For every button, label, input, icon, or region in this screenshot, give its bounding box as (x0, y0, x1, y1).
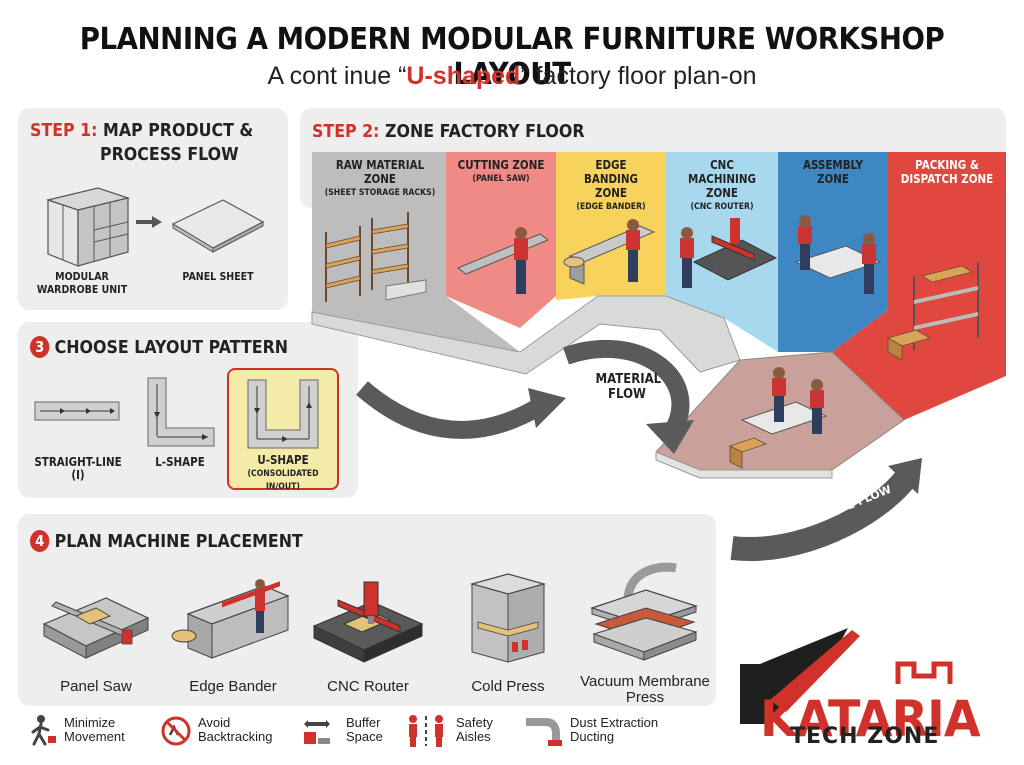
zone-sub-raw-material: (SHEET STORAGE RACKS) (324, 188, 436, 198)
duct-icon (526, 718, 562, 746)
step1-title-line2: PROCESS FLOW (100, 144, 239, 165)
zone-label-cnc: CNC MACHINING ZONE (CNC ROUTER) (677, 158, 766, 214)
zone-name-edge-banding: EDGE BANDING ZONE (583, 158, 638, 200)
u-shape-pattern-box (227, 368, 339, 490)
subtitle-highlight: U-shaped (406, 62, 521, 90)
vacuum-membrane-press-icon (590, 562, 698, 661)
zone-sub-cnc: (CNC ROUTER) (690, 202, 754, 212)
legend-line1: Dust Extraction (570, 715, 659, 730)
pattern-sub-u-shape: (CONSOLIDATED IN/OUT) (247, 469, 319, 492)
legend-line2: Ducting (570, 729, 615, 744)
subtitle-pre: A cont inue “ (267, 62, 407, 90)
buffer-space-icon (304, 720, 330, 744)
straight-line-pattern-icon (34, 401, 120, 421)
raw-material-zone (312, 152, 520, 352)
pattern-label-straight: STRAIGHT-LINE (I) (34, 455, 122, 482)
zone-label-assembly: ASSEMBLY ZONE (803, 158, 863, 186)
packing-dispatch-zone (832, 152, 1006, 420)
wardrobe-icon (45, 187, 131, 267)
cold-press-icon (469, 573, 547, 663)
machine-label-panel-saw: Panel Saw (60, 678, 132, 695)
step2-prefix: STEP 2: (312, 121, 380, 142)
zone-label-raw-material: RAW MATERIAL ZONE (SHEET STORAGE RACKS) (320, 158, 440, 200)
walking-person-icon (31, 715, 56, 746)
l-shape-pattern-icon (147, 377, 215, 447)
pattern-label-u-shape: U-SHAPE (257, 453, 309, 467)
page-title: PLANNING A MODERN MODULAR FURNITURE WORK… (79, 22, 945, 92)
cnc-router-icon (312, 581, 424, 663)
legend-line1: Buffer (346, 715, 381, 730)
zone-name-raw-material: RAW MATERIAL ZONE (335, 158, 425, 186)
step1-title: STEP 1: MAP PRODUCT & (30, 120, 253, 142)
material-flow-label: MATERIAL FLOW (595, 372, 662, 402)
zone-name-cnc: CNC MACHINING ZONE (688, 158, 756, 200)
logo-wordmark: KATARIA (760, 690, 981, 748)
machine-label-vacuum-membrane-press: Vacuum Membrane Press (580, 673, 710, 706)
cutting-zone (446, 152, 556, 328)
wardrobe-label: MODULAR WARDROBE UNIT (36, 270, 128, 296)
legend-line1: Safety (456, 715, 493, 730)
zone-sub-edge-banding: (EDGE BANDER) (576, 202, 646, 212)
zone-name-packing: PACKING & DISPATCH ZONE (900, 158, 994, 186)
zone-name-assembly: ASSEMBLY ZONE (802, 158, 864, 186)
step1-prefix: STEP 1: (30, 120, 98, 141)
step4-number-badge: 4 (30, 530, 50, 552)
legend-line1: Avoid (198, 715, 231, 730)
safety-aisle-icon (409, 715, 443, 747)
zone-label-edge-banding: EDGE BANDING ZONE (EDGE BANDER) (572, 158, 649, 214)
machine-label-edge-bander: Edge Bander (189, 678, 277, 695)
page-subtitle: A cont inue “U-shaped” factory floor pla… (0, 62, 1024, 91)
step4-title-text: PLAN MACHINE PLACEMENT (54, 531, 303, 552)
zone-name-cutting: CUTTING ZONE (457, 158, 545, 172)
panel-sheet-label: PANEL SHEET (182, 270, 254, 283)
legend-line2: Space (346, 729, 383, 744)
zone-sub-cutting: (PANEL SAW) (472, 174, 530, 184)
machine-label-cnc-router: CNC Router (327, 678, 409, 695)
legend-line2: Movement (64, 729, 125, 744)
arrow-right-icon (136, 216, 162, 228)
pattern-label-l-shape: L-SHAPE (155, 455, 205, 469)
u-shape-pattern-icon (247, 379, 319, 449)
logo-subtext: TECH ZONE (790, 724, 940, 749)
edge-bander-icon (171, 579, 290, 659)
zone-label-cutting: CUTTING ZONE (PANEL SAW) (454, 158, 549, 186)
step2-title-text: ZONE FACTORY FLOOR (385, 121, 585, 142)
step3-number-badge: 3 (30, 336, 50, 358)
step3-title-text: CHOOSE LAYOUT PATTERN (54, 337, 289, 358)
zone-label-packing: PACKING & DISPATCH ZONE (900, 158, 995, 186)
legend-line2: Aisles (456, 729, 491, 744)
panel-sheet-icon (171, 199, 265, 253)
step1-line1: MAP PRODUCT & (103, 120, 254, 141)
panel-saw-icon (42, 597, 150, 659)
step2-title: STEP 2: ZONE FACTORY FLOOR (312, 121, 585, 143)
machine-label-cold-press: Cold Press (471, 678, 545, 695)
no-backtrack-icon (161, 716, 191, 746)
legend-line1: Minimize (64, 715, 116, 730)
subtitle-post: ” factory floor plan-on (520, 62, 757, 90)
legend-line2: Backtracking (198, 729, 273, 744)
